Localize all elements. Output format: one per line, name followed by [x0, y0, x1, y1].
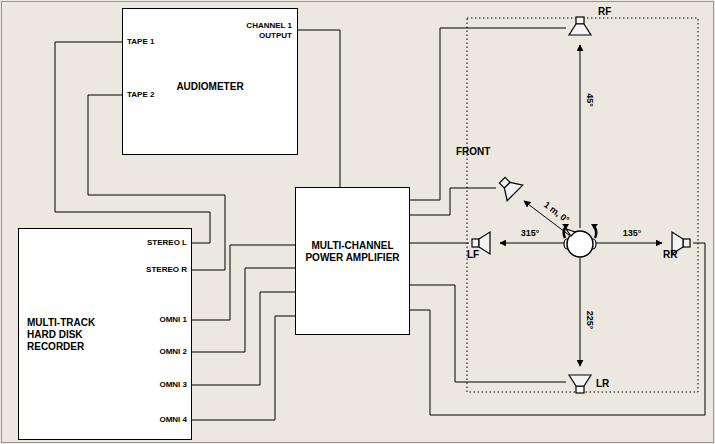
port-label: TAPE 1 [127, 37, 154, 47]
port-label: STEREO R [146, 265, 187, 275]
port-label: CHANNEL 1 OUTPUT [230, 21, 292, 40]
angle-label: 225° [584, 311, 594, 330]
angle-label: 315° [521, 229, 540, 239]
port-label: OMNI 2 [159, 347, 187, 357]
port-label: STEREO L [147, 238, 187, 248]
wire [410, 285, 566, 382]
listener-head [562, 224, 598, 257]
speaker-label: LF [467, 249, 479, 261]
box-title: MULTI-CHANNEL POWER AMPLIFIER [296, 240, 409, 264]
speaker-symbol [566, 368, 594, 396]
speaker-rr: RR [665, 229, 693, 257]
speaker-rf: RF [566, 14, 594, 42]
wire [410, 28, 566, 200]
speaker-label: RF [598, 6, 611, 18]
rr-direction [595, 243, 662, 244]
direction-lines [500, 45, 662, 366]
wire [410, 188, 496, 215]
speaker-symbol [496, 174, 524, 202]
lf-direction [500, 243, 565, 244]
speaker-label: FRONT [456, 146, 490, 158]
wire [192, 292, 295, 385]
angle-label: 45° [584, 93, 594, 107]
wire [192, 316, 295, 420]
wire [298, 30, 340, 187]
amplifier-box: MULTI-CHANNEL POWER AMPLIFIER [295, 187, 410, 335]
wire [192, 245, 295, 320]
port-label: OMNI 1 [159, 315, 187, 325]
speaker-lr: LR [566, 368, 594, 396]
wire [192, 268, 295, 352]
wire [410, 243, 469, 244]
speaker-lf: LF [469, 229, 497, 257]
audiometer-box: AUDIOMETERTAPE 1TAPE 2CHANNEL 1 OUTPUT [122, 8, 298, 155]
speaker-label: RR [663, 249, 677, 261]
wire [410, 243, 705, 415]
angle-label: 135° [623, 229, 642, 239]
angle-label: 1 m, 0° [541, 200, 570, 225]
lr-direction [580, 258, 581, 366]
recorder-box: MULTI-TRACK HARD DISK RECORDER STEREO L ST… [18, 228, 192, 440]
port-label: OMNI 4 [159, 415, 187, 425]
port-label: TAPE 2 [127, 90, 154, 100]
port-label: OMNI 3 [159, 380, 187, 390]
speaker-front: FRONT [496, 174, 524, 202]
box-title: MULTI-TRACK HARD DISK RECORDER [27, 317, 119, 353]
room-boundary [467, 18, 698, 392]
speaker-label: LR [596, 378, 609, 390]
speaker-symbol [566, 14, 594, 42]
rf-direction [580, 45, 581, 228]
